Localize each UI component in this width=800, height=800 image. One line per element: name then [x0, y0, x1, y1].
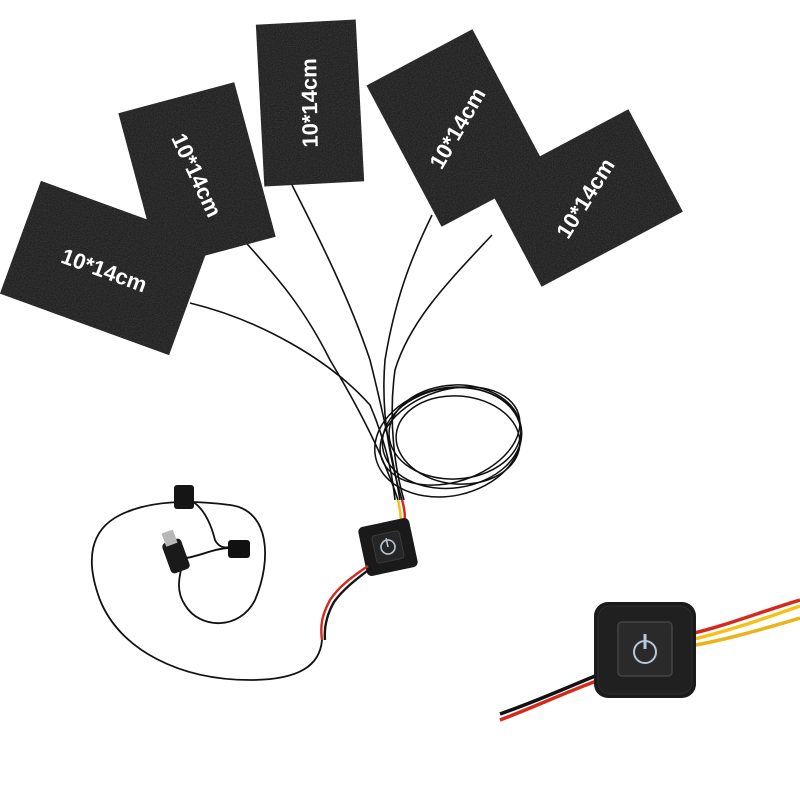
pad-3-label: 10*14cm	[296, 58, 323, 148]
usb-plug-icon	[161, 529, 250, 574]
heating-pad-5: 10*14cm	[487, 109, 683, 287]
switch-closeup	[499, 598, 800, 722]
switch-output-wire	[320, 565, 372, 641]
power-icon	[633, 634, 657, 664]
heating-pad-3: 10*14cm	[255, 19, 365, 187]
cable-clip	[174, 485, 194, 509]
coiled-wire	[374, 384, 523, 498]
inline-switch	[358, 518, 418, 576]
usb-cable	[90, 497, 323, 681]
power-icon	[380, 538, 396, 555]
heating-pad-2: 10*14cm	[118, 82, 276, 268]
